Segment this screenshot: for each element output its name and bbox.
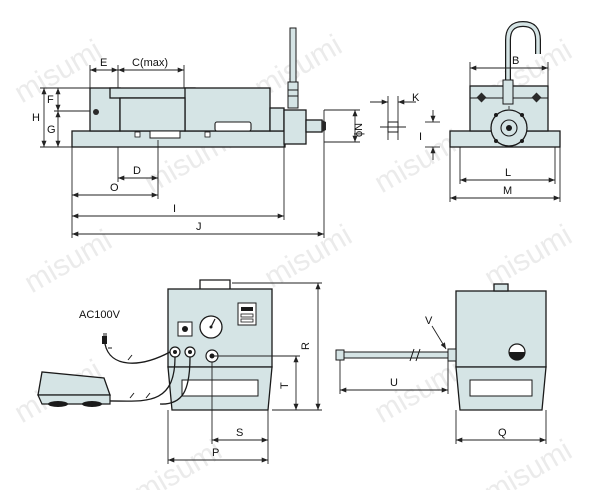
vise-screw-icon xyxy=(93,109,99,115)
dim-label-f: F xyxy=(47,94,54,106)
dim-label-v: V xyxy=(425,315,433,327)
vise-base-slot xyxy=(149,130,181,139)
dim-label-e: E xyxy=(100,57,107,69)
vise-hose xyxy=(289,27,297,83)
pump-side-dimensions: V U Q xyxy=(339,315,547,444)
vise-side-view xyxy=(71,27,326,148)
vise-base-notch xyxy=(134,131,141,138)
dim-label-l: L xyxy=(505,167,511,179)
plug-icon xyxy=(102,336,107,344)
dim-label-g: G xyxy=(47,124,56,136)
pump-base-opening xyxy=(181,379,259,397)
dim-label-i-small: I xyxy=(419,131,422,143)
pump-handle xyxy=(199,279,231,289)
dim-label-q: Q xyxy=(498,427,507,439)
watermark-text: misumi xyxy=(19,224,118,300)
power-cable xyxy=(104,343,171,364)
dim-label-c: C(max) xyxy=(132,57,168,69)
pump-side-cap xyxy=(493,283,509,292)
pump-unit-front xyxy=(167,279,273,411)
dim-label-k: K xyxy=(412,92,420,104)
vise-window xyxy=(214,121,252,132)
detail-k-view: K I xyxy=(370,92,440,160)
bolt-icon xyxy=(531,92,542,103)
dim-label-n: ϕN xyxy=(353,123,365,137)
vise-base-notch xyxy=(204,131,211,138)
dim-label-h: H xyxy=(32,112,40,124)
dim-label-d: D xyxy=(133,165,141,177)
watermark-text: misumi xyxy=(479,219,578,295)
pump-side-cabinet xyxy=(455,290,547,368)
side-hose xyxy=(341,351,449,359)
end-view-coupling xyxy=(502,79,514,105)
dim-label-s: S xyxy=(236,427,243,439)
dim-label-o: O xyxy=(110,182,119,194)
vise-cylinder xyxy=(269,107,285,132)
dim-label-t: T xyxy=(279,382,291,389)
pump-front-dimensions: R T S P xyxy=(167,282,322,464)
vise-hose-coupling xyxy=(287,81,299,109)
vise-dimensions: E C(max) H F G D O I J xyxy=(32,57,365,238)
vise-jaw-top xyxy=(109,87,196,99)
dim-label-j: J xyxy=(196,221,202,233)
watermark-text: misumi xyxy=(129,434,228,490)
vise-body xyxy=(119,97,186,132)
dim-label-b: B xyxy=(512,55,519,67)
pedal-cable xyxy=(101,356,176,402)
dim-label-i: I xyxy=(173,203,176,215)
pump-cables: AC100V xyxy=(37,309,191,407)
side-fitting xyxy=(447,348,457,362)
vise-end-view xyxy=(449,20,561,148)
vise-connector xyxy=(305,119,323,133)
dim-label-m: M xyxy=(503,185,512,197)
dim-label-r: R xyxy=(300,342,312,350)
vise-cylinder-head xyxy=(283,109,307,145)
dim-label-p: P xyxy=(212,447,219,459)
power-label: AC100V xyxy=(79,309,121,321)
watermark-text: misumi xyxy=(369,354,468,430)
end-view-dimensions: B L M xyxy=(449,55,561,202)
dim-label-u: U xyxy=(390,377,398,389)
watermark-text: misumi xyxy=(479,434,578,490)
pump-unit-side xyxy=(335,283,547,411)
